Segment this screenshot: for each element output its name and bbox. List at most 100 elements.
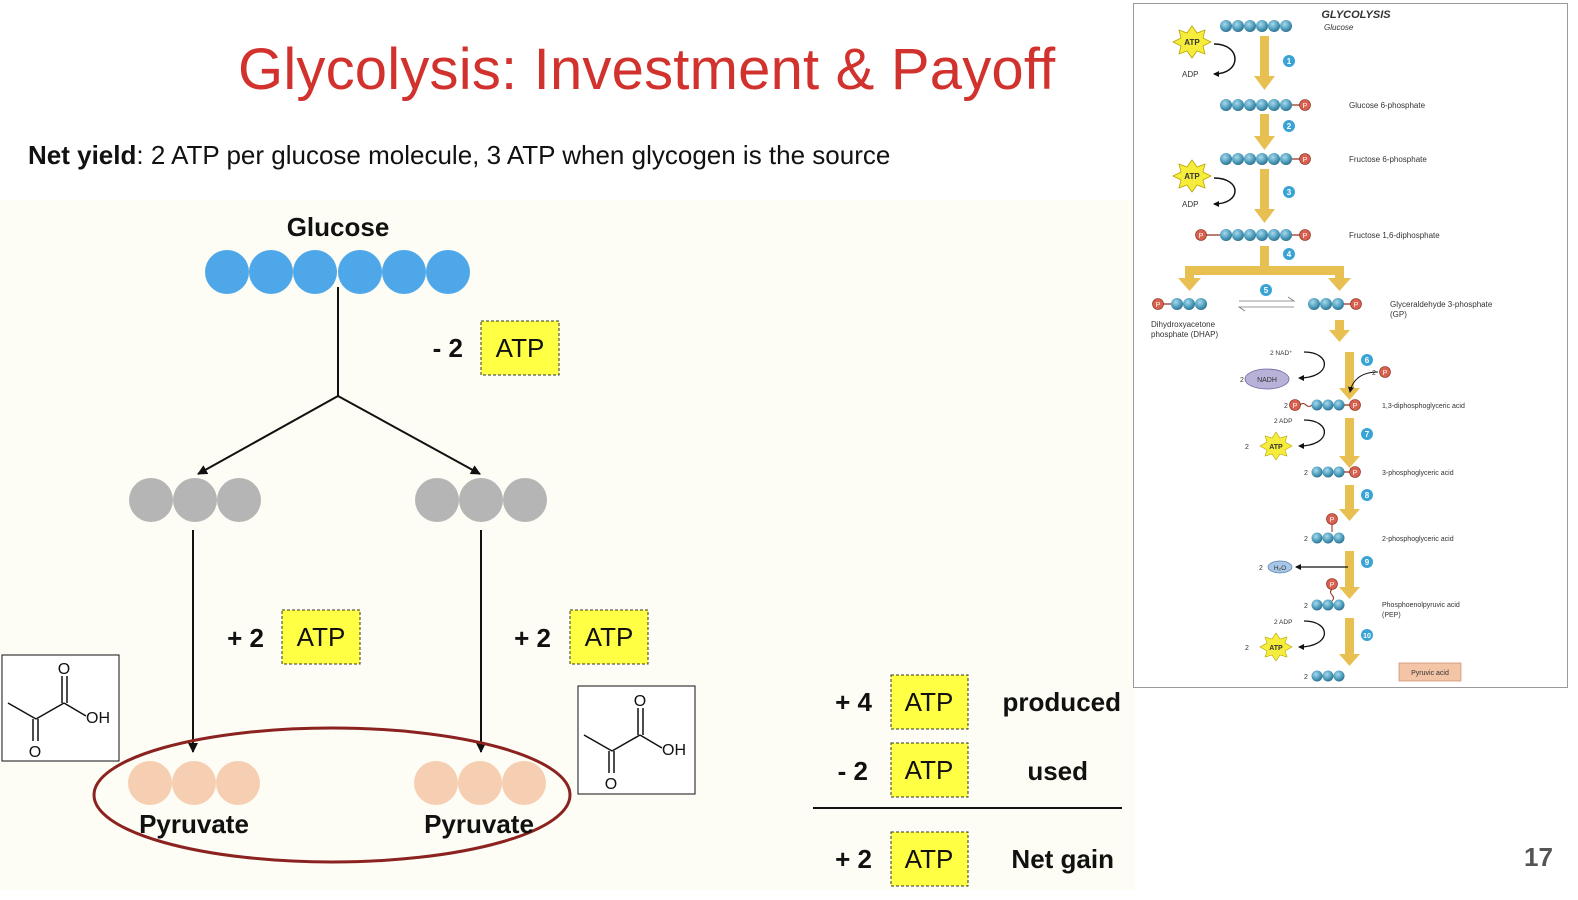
pathway-g6p: P Glucose 6-phosphate: [1220, 99, 1426, 111]
svg-text:(PEP): (PEP): [1382, 612, 1401, 619]
svg-text:ATP: ATP: [1184, 38, 1200, 47]
pathway-atp-2: ATP ADP: [1172, 159, 1236, 209]
structure-right-oh: OH: [662, 742, 686, 759]
svg-text:2 ADP: 2 ADP: [1274, 418, 1292, 425]
pyruvate-right-label: Pyruvate: [424, 809, 534, 839]
pathway-atp-1: ATP ADP: [1172, 25, 1236, 79]
balance-used-atp-box: [890, 742, 969, 798]
glucose-molecule: [205, 250, 470, 294]
net-yield-text: Net yield: 2 ATP per glucose molecule, 3…: [28, 140, 890, 171]
glycolysis-pathway-figure: GLYCOLYSIS 1 2 3: [1133, 3, 1568, 688]
svg-text:P: P: [1383, 370, 1388, 377]
svg-text:2 NAD⁺: 2 NAD⁺: [1270, 350, 1293, 357]
svg-text:2: 2: [1245, 645, 1249, 652]
pathway-pep: P 2 Phosphoenolpyruvic acid (PEP): [1304, 578, 1460, 619]
atp-balance: + 4 ATP produced - 2 ATP used + 2 ATP Ne…: [813, 674, 1122, 887]
pathway-13dpg: 2 P P 1,3-diphosphoglyceric acid: [1284, 399, 1465, 411]
svg-text:Fructose 6-phosphate: Fructose 6-phosphate: [1349, 155, 1427, 164]
svg-text:Fructose 1,6-diphosphate: Fructose 1,6-diphosphate: [1349, 231, 1440, 240]
svg-text:P: P: [1199, 233, 1204, 240]
pyruvate-structure-left: O OH O: [1, 654, 120, 762]
svg-text:9: 9: [1365, 558, 1370, 567]
payoff-right-atp-box: [569, 609, 649, 665]
split-lines: [188, 287, 486, 753]
balance-net-atp-box: [890, 831, 969, 887]
svg-text:2: 2: [1304, 674, 1308, 681]
intermediate-left: [129, 478, 261, 522]
pathway-pyruvic: 2 Pyruvic acid: [1304, 662, 1462, 682]
balance-produced-label: produced: [1003, 687, 1121, 717]
pyruvate-oval: [92, 726, 572, 864]
pathway-diagram: GLYCOLYSIS 1 2 3: [1151, 9, 1493, 682]
svg-text:10: 10: [1363, 633, 1371, 640]
svg-text:ATP: ATP: [1184, 172, 1200, 181]
svg-text:Pyruvic acid: Pyruvic acid: [1411, 670, 1449, 677]
pyruvate-structure-right: O OH O: [577, 685, 696, 795]
pyruvate-right-molecule: [414, 761, 546, 805]
structure-right-o-bottom: O: [605, 776, 617, 793]
svg-text:6: 6: [1365, 356, 1370, 365]
pyruvate-left-molecule: [128, 761, 260, 805]
svg-text:P: P: [1354, 302, 1359, 309]
svg-text:Phosphoenolpyruvic acid: Phosphoenolpyruvic acid: [1382, 602, 1460, 609]
svg-text:2: 2: [1304, 536, 1308, 543]
balance-net-amount: + 2: [835, 844, 872, 874]
svg-text:phosphate (DHAP): phosphate (DHAP): [1151, 330, 1218, 339]
pathway-nad: 2 NAD⁺ 2 NADH 2 P: [1240, 350, 1391, 393]
balance-net-label: Net gain: [1011, 844, 1114, 874]
balance-used-atp-label: ATP: [905, 755, 954, 785]
svg-text:P: P: [1353, 470, 1358, 477]
pathway-atp-4: 2 ADP 2 ATP: [1245, 619, 1326, 662]
svg-text:2: 2: [1304, 603, 1308, 610]
svg-text:P: P: [1303, 103, 1308, 110]
svg-text:4: 4: [1287, 250, 1292, 259]
payoff-left-amount: + 2: [227, 623, 264, 653]
svg-text:ATP: ATP: [1269, 645, 1283, 652]
pathway-yellow-arrows: [1178, 36, 1360, 666]
svg-text:ADP: ADP: [1182, 200, 1198, 209]
pyruvate-left-label: Pyruvate: [139, 809, 249, 839]
svg-text:7: 7: [1365, 430, 1370, 439]
svg-text:P: P: [1293, 403, 1298, 410]
svg-text:ATP: ATP: [1269, 444, 1283, 451]
pathway-equilibrium: [1237, 296, 1296, 312]
svg-text:2 ADP: 2 ADP: [1274, 619, 1292, 626]
structure-left-oh: OH: [86, 710, 110, 727]
balance-produced-amount: + 4: [835, 687, 872, 717]
svg-text:P: P: [1330, 582, 1335, 589]
net-yield-label: Net yield: [28, 140, 137, 170]
svg-text:ADP: ADP: [1182, 70, 1198, 79]
svg-text:1,3-diphosphoglyceric acid: 1,3-diphosphoglyceric acid: [1382, 403, 1465, 410]
svg-text:2: 2: [1304, 470, 1308, 477]
balance-produced-atp-label: ATP: [905, 687, 954, 717]
svg-text:Dihydroxyacetone: Dihydroxyacetone: [1151, 320, 1216, 329]
svg-text:2: 2: [1259, 565, 1263, 572]
investment-atp-label: ATP: [496, 333, 545, 363]
pathway-title: GLYCOLYSIS: [1321, 9, 1391, 21]
pathway-f6p: P Fructose 6-phosphate: [1220, 153, 1427, 165]
slide-title: Glycolysis: Investment & Payoff: [238, 37, 1056, 102]
page-number: 17: [1524, 842, 1553, 872]
pathway-2pg: P 2 2-phosphoglyceric acid: [1304, 513, 1454, 544]
balance-used-amount: - 2: [838, 756, 868, 786]
investment-amount: - 2: [433, 333, 463, 363]
svg-text:2-phosphoglyceric acid: 2-phosphoglyceric acid: [1382, 536, 1454, 543]
svg-text:2: 2: [1372, 370, 1376, 377]
intermediate-right: [415, 478, 547, 522]
svg-text:2: 2: [1245, 444, 1249, 451]
svg-text:(GP): (GP): [1390, 310, 1407, 319]
payoff-right-atp-label: ATP: [585, 622, 634, 652]
svg-text:2: 2: [1284, 403, 1288, 410]
svg-text:P: P: [1303, 233, 1308, 240]
structure-left-o-bottom: O: [29, 744, 41, 761]
payoff-left-atp-box: [281, 609, 361, 665]
svg-text:Glyceraldehyde 3-phosphate: Glyceraldehyde 3-phosphate: [1390, 300, 1493, 309]
svg-text:H₂O: H₂O: [1274, 565, 1286, 572]
pathway-step-numbers: 1 2 3 4 5 6 7 8 9 10: [1260, 55, 1373, 641]
svg-text:1: 1: [1287, 57, 1292, 66]
svg-text:8: 8: [1365, 491, 1370, 500]
structure-left-o-top: O: [58, 661, 70, 678]
balance-net-atp-label: ATP: [905, 844, 954, 874]
svg-text:NADH: NADH: [1257, 377, 1277, 384]
pathway-water: 2 H₂O: [1259, 560, 1348, 574]
